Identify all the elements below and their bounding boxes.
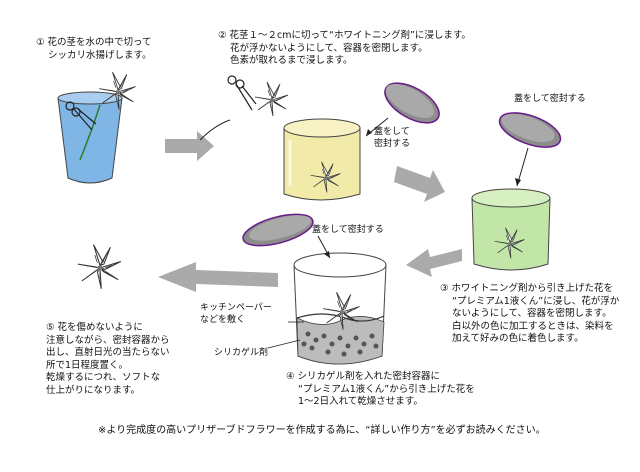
step2-whitening-container [283, 118, 361, 201]
step1-water-glass [57, 91, 123, 184]
step2-lid-label: 蓋をして 密封する [374, 127, 411, 149]
step2-lid [384, 82, 440, 124]
step2-cut-stem [199, 119, 231, 141]
step4-lid-label: 蓋をして密封する [312, 225, 384, 235]
step2-text: ② 花茎１～２cmに切って“ホワイトニング剤”に浸します。 花が浮かないようにし… [218, 30, 471, 66]
arrow-step4-to-step5 [158, 262, 278, 292]
silica-gel-label: シリカゲル剤 [214, 348, 269, 358]
step3-lid-label: 蓋をして密封する [514, 94, 586, 104]
step3-premium-container [471, 188, 551, 271]
silica-leader-line [267, 339, 301, 349]
footer-note: ※より完成度の高いプリザーブドフラワーを作成する為に、“詳しい作り方”を必ずお読… [98, 425, 546, 436]
step5-text: ⑤ 花を傷めないように 注意しながら、密封容器から 出し、直射日光の当たらない … [46, 322, 170, 396]
silica-gel-beads [301, 331, 379, 357]
arrow-step1-to-step2 [165, 131, 214, 161]
step1-scissors-icon [65, 101, 97, 131]
arrow-step3-to-step4 [406, 249, 462, 277]
step4-silica-container [293, 252, 387, 365]
arrow-step2-to-step3 [394, 166, 445, 202]
step5-dried-flower-icon [77, 243, 122, 290]
kitchen-paper-label: キッチンペーパー などを敷く [200, 303, 272, 325]
step4-lid [242, 213, 314, 247]
step2-flower-icon [254, 81, 289, 117]
step3-text: ③ ホワイトニング剤から引き上げた花を “プレミアム1液くん”に浸し、花が浮か … [440, 283, 620, 344]
step1-text: ① 花の茎を水の中で切って シッカリ水揚げします。 [36, 37, 152, 61]
step4-text: ④ シリカゲル剤を入れた密封容器に “プレミアム1液くん”から引き上げた花を 1… [286, 371, 475, 407]
step2-scissors-icon [227, 75, 257, 111]
step3-lid [498, 112, 562, 148]
